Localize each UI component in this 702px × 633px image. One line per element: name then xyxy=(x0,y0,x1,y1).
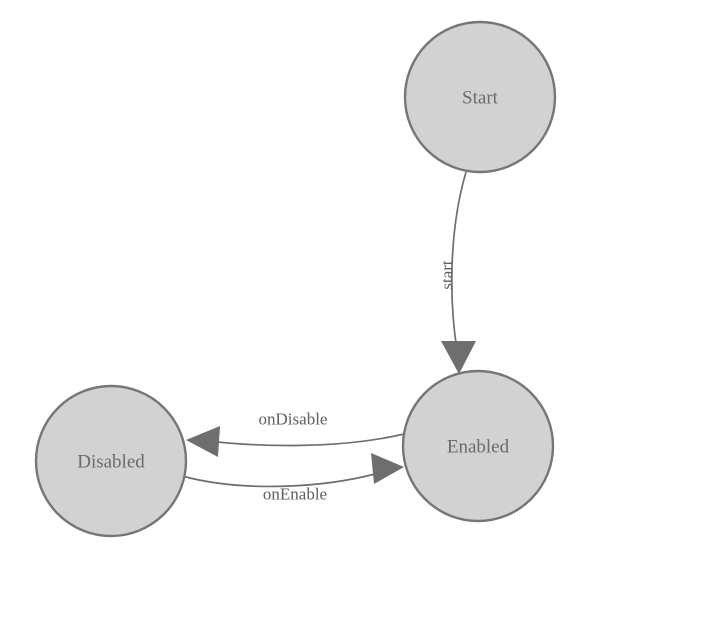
node-enabled-circle xyxy=(401,369,555,523)
edge-label-start: start xyxy=(438,260,457,290)
edge-label-ondisable: onDisable xyxy=(259,410,328,429)
node-start-label: Start xyxy=(462,88,499,109)
edge-disabled-to-enabled[interactable]: onEnable xyxy=(181,453,404,504)
edge-start-to-enabled[interactable]: start xyxy=(438,171,477,374)
arrowhead-right-icon xyxy=(371,453,404,484)
node-enabled-label: Enabled xyxy=(447,437,510,458)
edge-label-onenable: onEnable xyxy=(263,485,327,504)
edge-enabled-to-disabled-path xyxy=(207,433,405,447)
arrowhead-down-icon xyxy=(441,341,476,374)
node-disabled-circle xyxy=(34,384,188,538)
node-enabled[interactable]: Enabled xyxy=(401,369,555,523)
edge-enabled-to-disabled[interactable]: onDisable xyxy=(186,410,405,458)
arrowhead-left-icon xyxy=(186,426,220,457)
edge-start-to-enabled-path xyxy=(450,171,467,351)
node-disabled[interactable]: Disabled xyxy=(34,384,188,538)
node-start[interactable]: Start xyxy=(403,20,557,174)
node-start-circle xyxy=(403,20,557,174)
node-disabled-label: Disabled xyxy=(77,452,145,473)
edge-disabled-to-enabled-path xyxy=(181,473,376,488)
